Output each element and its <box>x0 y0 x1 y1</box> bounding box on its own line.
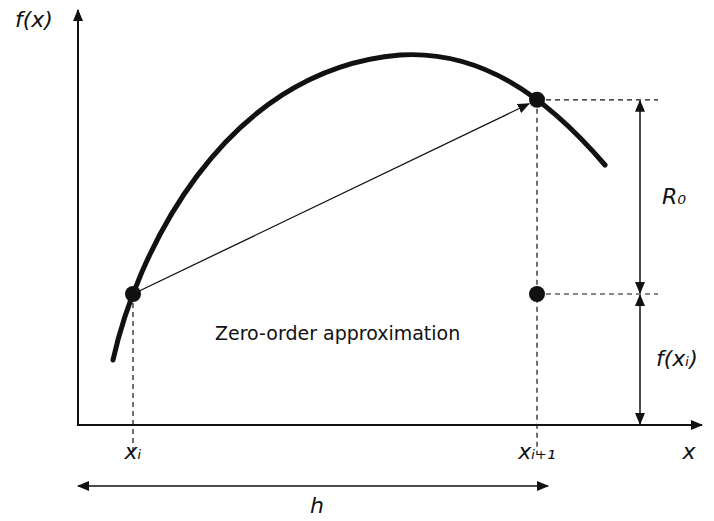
axis-label: f(x) <box>15 8 53 32</box>
value-label: f(xᵢ) <box>656 347 698 371</box>
x-axis <box>78 424 702 426</box>
estimate-dot <box>529 286 545 302</box>
step-dimension <box>78 485 548 487</box>
tick-label: xᵢ₊₁ <box>518 440 555 464</box>
dimension-label: h <box>310 494 324 518</box>
guide-line <box>536 100 537 455</box>
annotation-label: Zero-order approximation <box>215 323 460 344</box>
value-dimension <box>639 295 641 424</box>
tick-label: xᵢ <box>125 440 142 464</box>
guide-line <box>537 99 658 100</box>
approximation-arrow <box>133 104 529 294</box>
y-axis <box>77 10 79 426</box>
remainder-dimension <box>639 101 641 293</box>
point-dot <box>529 92 545 108</box>
guide-line <box>132 294 133 455</box>
remainder-label: R₀ <box>662 185 686 209</box>
point-dot <box>125 286 141 302</box>
function-curve <box>113 55 605 360</box>
axis-label: x <box>682 440 695 464</box>
guide-line <box>537 293 658 294</box>
